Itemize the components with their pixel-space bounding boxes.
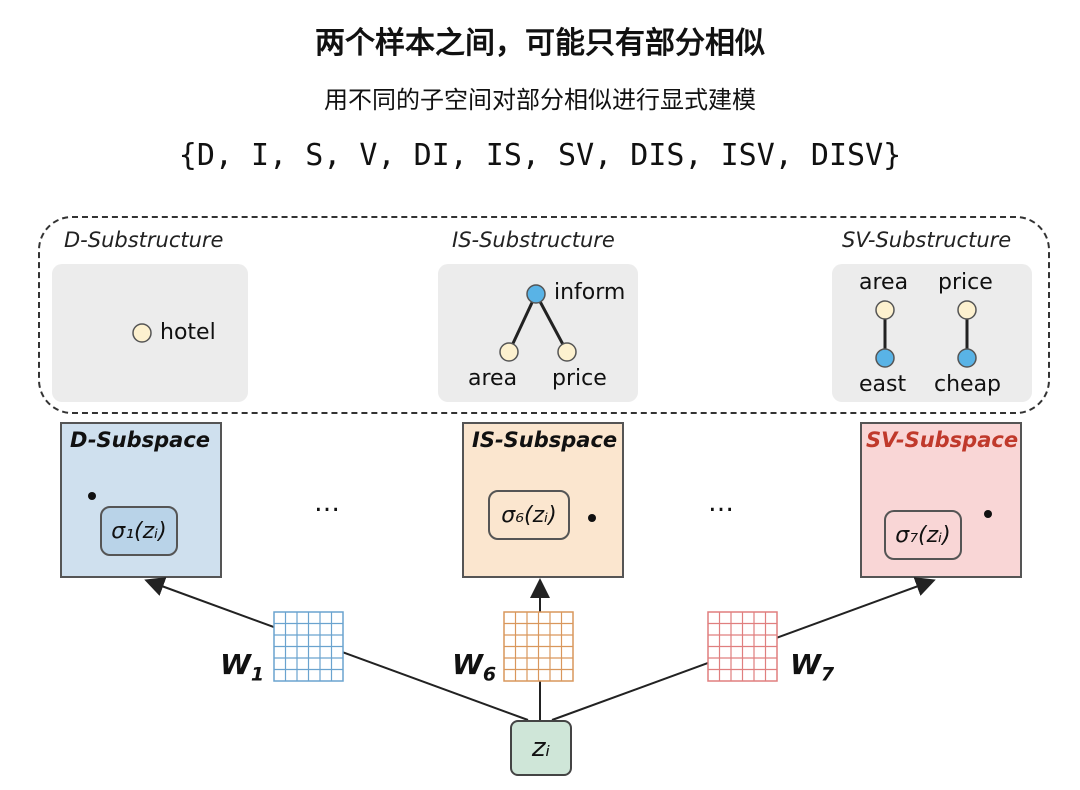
- is-substructure-label: IS-Substructure: [452, 228, 615, 252]
- cheap-label: cheap: [934, 372, 1002, 397]
- w7-matrix-icon: [707, 611, 778, 682]
- d-subspace-label: D-Subspace: [70, 428, 211, 452]
- sigma7-label: σ₇(zᵢ): [884, 510, 962, 560]
- inform-node: [526, 284, 546, 304]
- ellipsis-right: …: [708, 488, 736, 518]
- area-label: area: [468, 366, 518, 391]
- page-subtitle: 用不同的子空间对部分相似进行显式建模: [324, 86, 756, 114]
- ellipsis-left: …: [314, 488, 342, 518]
- area-node: [499, 342, 519, 362]
- hotel-label: hotel: [160, 320, 216, 345]
- sv-subspace-point: [984, 510, 992, 518]
- inform-label: inform: [554, 280, 626, 305]
- sv-area-label: area: [859, 270, 909, 295]
- sigma1-label: σ₁(zᵢ): [100, 506, 178, 556]
- price-label: price: [552, 366, 607, 391]
- price-node: [557, 342, 577, 362]
- sv-substructure-label: SV-Substructure: [842, 228, 1012, 252]
- edge-inform-area: [507, 293, 538, 353]
- sv-subspace-label: SV-Subspace: [866, 428, 1019, 452]
- hotel-node: [132, 323, 152, 343]
- d-substructure-label: D-Substructure: [64, 228, 224, 252]
- w6-matrix-icon: [503, 611, 574, 682]
- w1-label: W1: [220, 648, 265, 686]
- sv-substructure-panel: [832, 264, 1032, 402]
- sv-area-node: [875, 300, 895, 320]
- sigma6-label: σ₆(zᵢ): [488, 490, 570, 540]
- w1-matrix-icon: [273, 611, 344, 682]
- sv-price-node: [957, 300, 977, 320]
- sv-price-label: price: [938, 270, 993, 295]
- substructure-frame: [38, 216, 1050, 414]
- subset-list: {D, I, S, V, DI, IS, SV, DIS, ISV, DISV}: [178, 138, 902, 173]
- input-z-box: zᵢ: [510, 720, 572, 776]
- page-title: 两个样本之间，可能只有部分相似: [315, 26, 765, 61]
- is-subspace-point: [588, 514, 596, 522]
- d-subspace-point: [88, 492, 96, 500]
- cheap-node: [957, 348, 977, 368]
- w6-label: W6: [452, 648, 497, 686]
- w7-label: W7: [790, 648, 835, 686]
- is-subspace-label: IS-Subspace: [472, 428, 618, 452]
- east-node: [875, 348, 895, 368]
- edge-inform-price: [534, 293, 569, 353]
- east-label: east: [859, 372, 907, 397]
